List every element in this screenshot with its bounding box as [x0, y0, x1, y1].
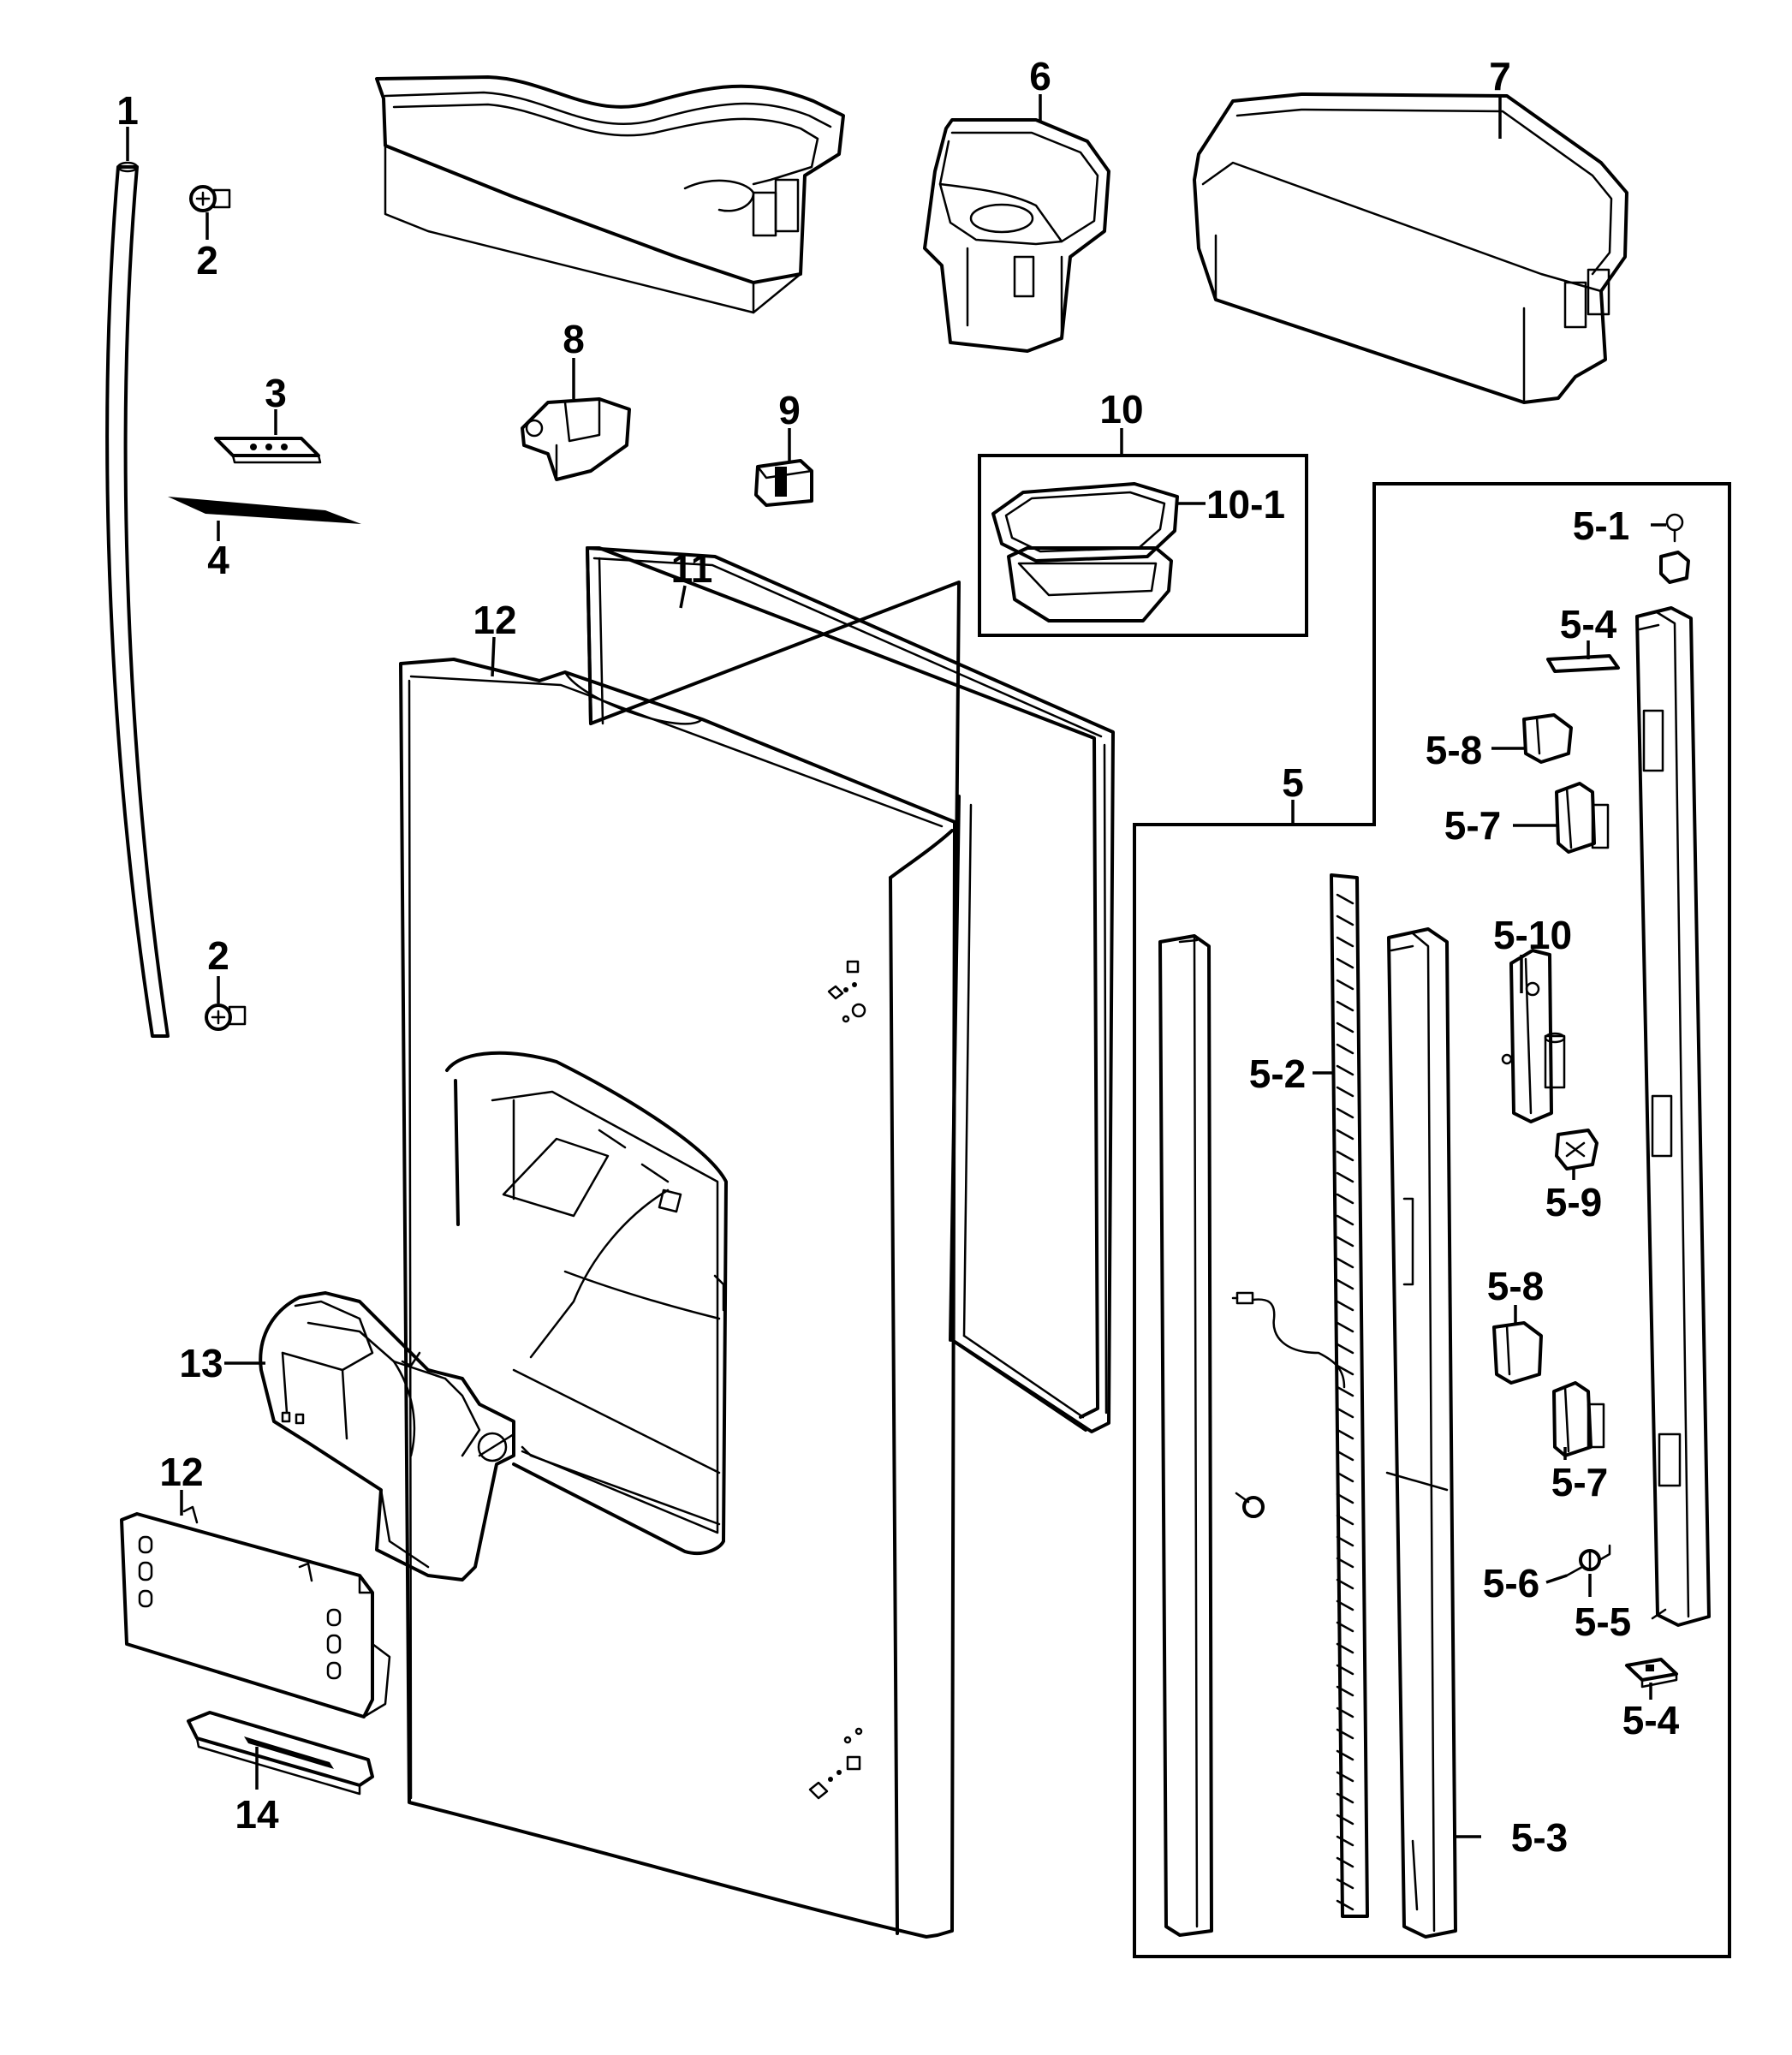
- callout-5-1: 5-1: [1573, 503, 1629, 548]
- callout-5-9: 5-9: [1545, 1180, 1602, 1224]
- part-5-wire-harness: [1231, 1291, 1346, 1389]
- callout-5-7-top: 5-7: [1444, 803, 1501, 848]
- door-bin-large-left: [375, 75, 845, 314]
- callout-11: 11: [671, 546, 713, 591]
- part-5-9-block: [1555, 1129, 1599, 1170]
- callout-5-4-bottom: 5-4: [1622, 1698, 1680, 1742]
- part-5-screw: [1235, 1492, 1265, 1518]
- callout-8: 8: [563, 317, 585, 361]
- part-3-plate: [214, 437, 322, 464]
- part-5-7-bottom-hinge: [1552, 1381, 1605, 1457]
- part-10-group-box: [978, 454, 1308, 637]
- callout-5-8-bottom: 5-8: [1487, 1264, 1544, 1308]
- part-5-8-bottom-cover: [1492, 1321, 1543, 1385]
- callout-5: 5: [1282, 760, 1304, 805]
- leader-lines: [126, 94, 1666, 1838]
- part-4-strip: [168, 497, 361, 524]
- callout-5-6: 5-6: [1483, 1561, 1539, 1605]
- callout-5-10: 5-10: [1493, 913, 1572, 957]
- callout-10: 10: [1099, 387, 1143, 432]
- part-5-4-top-plate: [1546, 654, 1620, 673]
- callout-5-5: 5-5: [1575, 1599, 1631, 1644]
- callout-9: 9: [778, 388, 801, 432]
- part-1-strip: [105, 161, 170, 1038]
- part-10-1-ice-tray: [991, 482, 1179, 622]
- part-2-screw-top: [189, 185, 231, 212]
- callout-2-bottom: 2: [207, 933, 229, 978]
- callout-2-top: 2: [196, 238, 218, 283]
- callout-5-3: 5-3: [1511, 1815, 1568, 1860]
- part-5-main-rail: [1635, 606, 1711, 1627]
- callout-7: 7: [1489, 54, 1511, 98]
- callout-5-2: 5-2: [1249, 1051, 1306, 1096]
- callout-5-4-top: 5-4: [1560, 602, 1617, 646]
- part-5-7-top-hinge: [1555, 782, 1610, 854]
- part-14-drip-tray: [187, 1711, 374, 1796]
- part-9-clip: [754, 459, 813, 507]
- callout-5-8-top: 5-8: [1426, 728, 1482, 772]
- part-5-5-spring: [1579, 1544, 1611, 1571]
- part-5-2-heater-strip: [1330, 873, 1369, 1918]
- part-5-trim-strip-left: [1158, 934, 1213, 1937]
- part-5-10-hinge-assembly: [1501, 949, 1566, 1123]
- callout-4: 4: [207, 538, 229, 582]
- part-12-control-panel: [120, 1505, 391, 1718]
- part-7-door-bin-wide: [1193, 92, 1628, 404]
- part-13-dispenser-assembly: [259, 1291, 515, 1581]
- part-5-6-pin: [1565, 1565, 1584, 1577]
- part-8-bracket: [521, 397, 631, 481]
- callout-6: 6: [1029, 54, 1051, 98]
- callout-1: 1: [116, 88, 139, 133]
- callout-12-door: 12: [473, 598, 516, 642]
- part-5-1-screw: [1665, 513, 1684, 543]
- callout-13: 13: [179, 1341, 223, 1385]
- part-11-gasket: [586, 546, 1115, 1433]
- part-6-door-bin-small: [923, 118, 1110, 353]
- callout-12-panel: 12: [159, 1450, 203, 1494]
- part-5-group-box: [1133, 482, 1731, 1958]
- part-5-cap: [1659, 551, 1690, 584]
- callout-5-7-bottom: 5-7: [1551, 1460, 1608, 1504]
- part-2-screw-bottom: [205, 1004, 247, 1031]
- part-5-8-top-cover: [1522, 713, 1573, 764]
- callout-3: 3: [265, 371, 287, 415]
- callout-labels: 1 2 2 3 4 5 5-1 5-2 5-3 5-4 5-4 5-5 5-6 …: [116, 54, 1679, 1860]
- part-12-door-panel: [399, 658, 956, 1939]
- part-5-3-cover-rail: [1385, 927, 1457, 1939]
- callout-10-1: 10-1: [1206, 482, 1285, 527]
- callout-14: 14: [235, 1792, 279, 1837]
- part-5-4-bottom-plate: [1625, 1658, 1678, 1689]
